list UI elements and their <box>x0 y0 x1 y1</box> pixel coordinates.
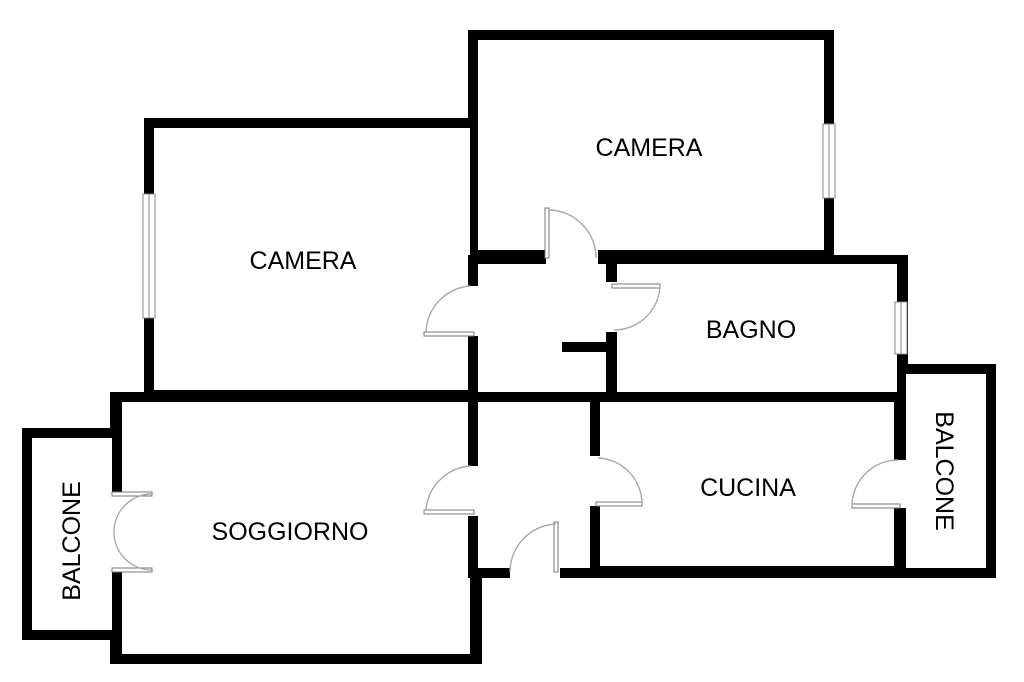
label-bagno: BAGNO <box>706 316 796 344</box>
door-cucina <box>595 501 643 507</box>
room-labels: CAMERA CAMERA BAGNO SOGGIORNO CUCINA BAL… <box>58 134 958 601</box>
door-camera-top <box>544 207 550 259</box>
door-bagno <box>611 283 661 289</box>
windows <box>142 123 908 355</box>
door-balcone-right <box>851 503 901 509</box>
label-camera-left: CAMERA <box>250 247 357 275</box>
door-entrance <box>553 521 559 573</box>
label-soggiorno: SOGGIORNO <box>212 518 369 546</box>
label-camera-top: CAMERA <box>596 134 703 162</box>
label-balcone-left: BALCONE <box>58 481 86 600</box>
door-camera-left <box>423 331 475 337</box>
walls <box>22 30 996 664</box>
door-soggiorno <box>423 509 475 515</box>
label-cucina: CUCINA <box>700 474 796 502</box>
doors <box>108 207 910 584</box>
label-balcone-right: BALCONE <box>930 411 958 530</box>
